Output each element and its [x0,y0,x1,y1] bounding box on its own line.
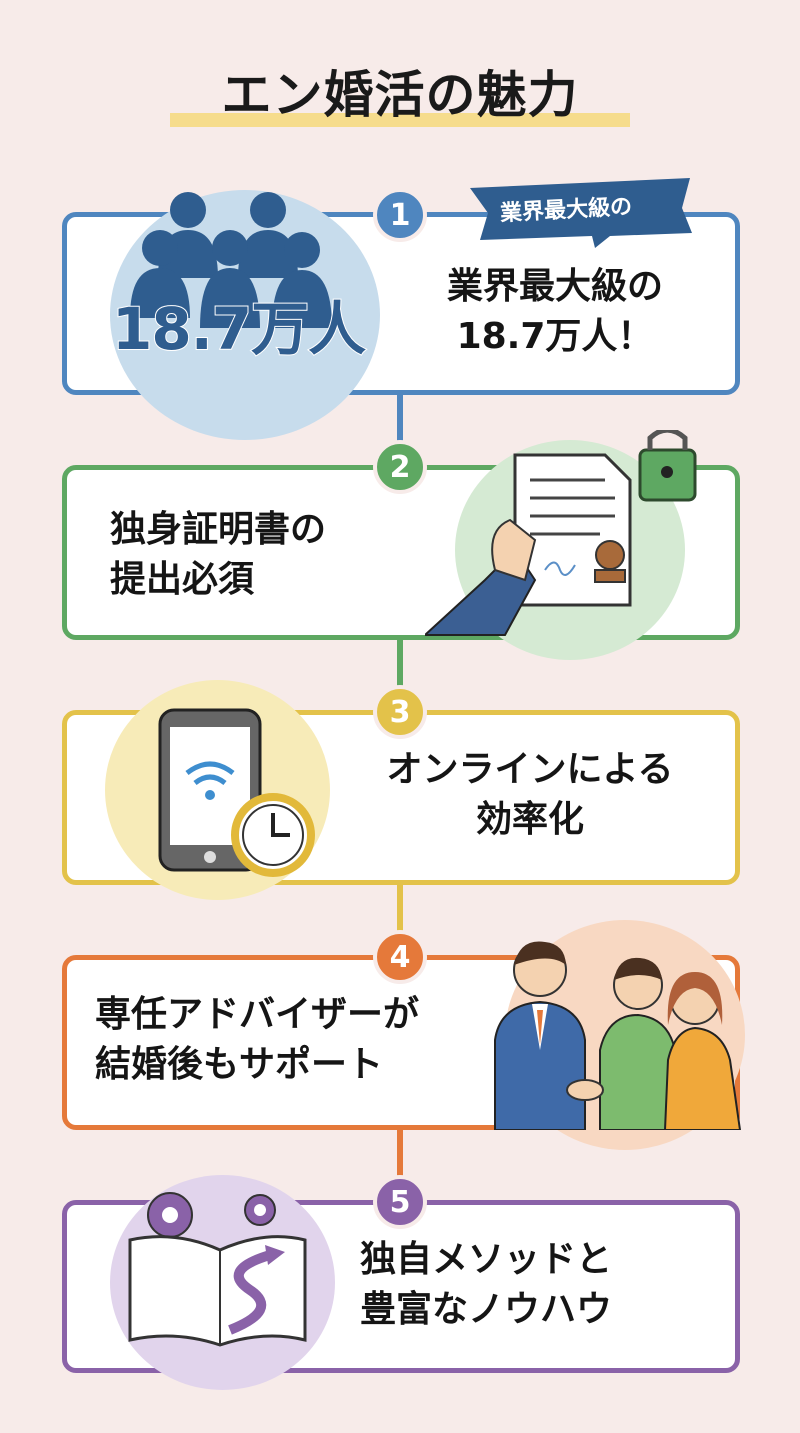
feature-line: 専任アドバイザーが [95,994,420,1035]
page-title: エン婚活の魅力 [221,66,579,124]
feature-line: 提出必須 [110,559,255,600]
smartphone-clock-icon [158,708,315,877]
step-badge-2: 2 [373,440,427,494]
advisor-couple-icon [494,941,742,1130]
connector [397,885,403,957]
feature-line: オンラインによる [386,749,674,790]
step-badge-4: 4 [373,930,427,984]
feature-line: 効率化 [475,799,584,840]
title-underline [170,113,630,127]
feature-line: 18.7万人！ [456,316,654,357]
connector [397,1130,403,1202]
step-badge-1: 1 [373,188,427,242]
feature-text-3: オンラインによる 効率化 [360,745,700,845]
feature-text-5: 独自メソッドと 豊富なノウハウ [360,1235,612,1335]
feature-line: 独自メソッドと [360,1239,613,1280]
feature-line: 業界最大級の [446,266,663,307]
ribbon-banner [470,178,692,248]
member-count-graphic: 18.7万人 [111,294,367,364]
step-badge-5: 5 [373,1175,427,1229]
feature-text-4: 専任アドバイザーが 結婚後もサポート [95,990,419,1090]
connector [397,395,403,467]
feature-line: 独身証明書の [110,509,327,550]
title-area: エン婚活の魅力 [170,55,630,127]
book-gears-icon [128,1192,307,1347]
feature-text-1: 業界最大級の 18.7万人！ [420,262,690,362]
people-group-icon [130,192,332,328]
connector [397,640,403,710]
feature-text-2: 独身証明書の 提出必須 [110,505,326,605]
feature-line: 豊富なノウハウ [360,1289,613,1330]
feature-line: 結婚後もサポート [95,1044,384,1085]
certificate-lock-icon [425,430,697,636]
step-badge-3: 3 [373,685,427,739]
